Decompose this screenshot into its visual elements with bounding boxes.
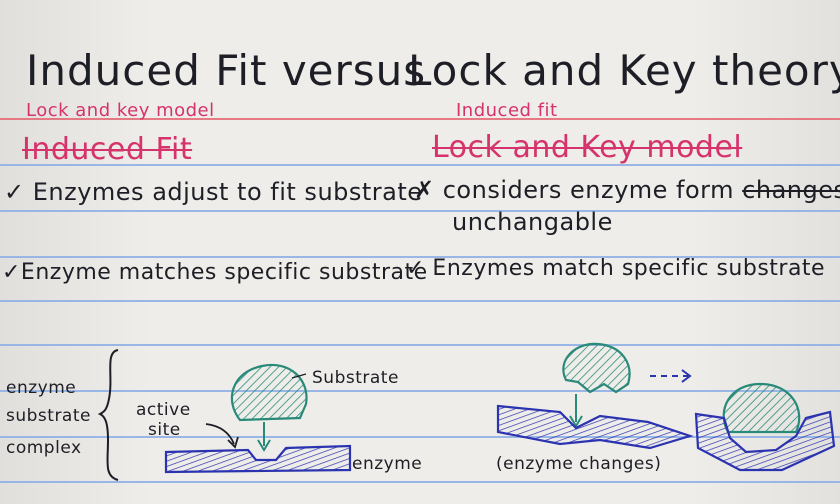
ruled-line: [0, 436, 840, 438]
enzyme-middle: [496, 404, 694, 450]
ruled-line: [0, 164, 840, 166]
label-site: site: [148, 420, 181, 440]
row1-right-text: ✗ considers enzyme form: [414, 176, 735, 204]
row1-right-struck: changes: [742, 176, 840, 204]
row2-left: ✓Enzyme matches specific substrate: [2, 260, 428, 285]
label-enzyme-changes: (enzyme changes): [496, 454, 662, 474]
left-header-main: Induced Fit: [22, 132, 193, 167]
substrate-complex: [722, 382, 801, 434]
title-left: Induced Fit versus: [26, 46, 427, 95]
label-substrate-top: Substrate: [312, 368, 399, 388]
label-enzyme: enzyme: [6, 378, 77, 398]
ruled-line: [0, 210, 840, 212]
ruled-line: [0, 481, 840, 483]
right-header-top: Induced fit: [456, 100, 558, 121]
curly-brace: [97, 349, 119, 481]
left-header-top: Lock and key model: [26, 100, 215, 121]
row2-right: ✓ Enzymes match specific substrate: [406, 256, 826, 281]
row1-right: ✗ considers enzyme form changes: [414, 176, 840, 204]
substrate-middle: [562, 342, 631, 394]
row1-left: ✓ Enzymes adjust to fit substrate: [4, 178, 423, 206]
ruled-line: [0, 344, 840, 346]
red-margin-line: [0, 118, 840, 120]
label-enzyme-bottom: enzyme: [352, 454, 423, 474]
right-header-main-text: Lock and Key model: [432, 130, 743, 165]
enzyme-left: [164, 444, 352, 474]
label-complex: complex: [6, 438, 82, 458]
ruled-line: [0, 256, 840, 258]
title-right: Lock and Key theory: [408, 46, 840, 95]
substrate-left: [230, 363, 308, 422]
ruled-line: [0, 390, 840, 392]
label-active: active: [136, 400, 191, 420]
row1-right-cont: unchangable: [452, 208, 613, 236]
ruled-line: [0, 300, 840, 302]
enzyme-complex: [694, 410, 836, 472]
right-header-main: Lock and Key model: [432, 130, 742, 165]
label-substrate: substrate: [6, 406, 91, 426]
